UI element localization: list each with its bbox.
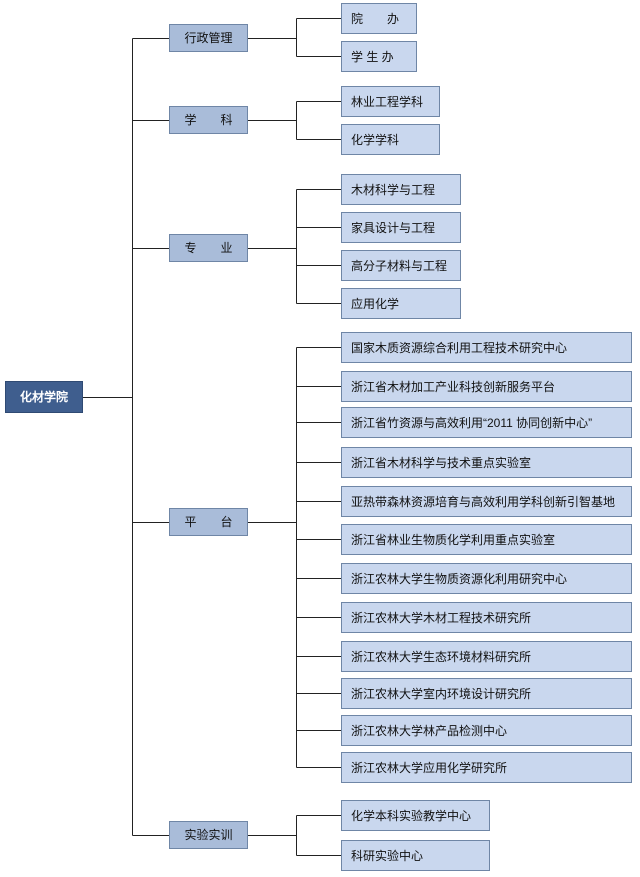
platform-item: 浙江省木材加工产业科技创新服务平台 [341, 371, 632, 402]
platform-item: 浙江农林大学应用化学研究所 [341, 752, 632, 783]
platform-item: 浙江省木材科学与技术重点实验室 [341, 447, 632, 478]
root-node: 化材学院 [5, 381, 83, 413]
category-discipline: 学 科 [169, 106, 248, 134]
item-dean-office: 院 办 [341, 3, 417, 34]
item-applied-chemistry: 应用化学 [341, 288, 461, 319]
platform-item: 亚热带森林资源培育与高效利用学科创新引智基地 [341, 486, 632, 517]
item-wood-science: 木材科学与工程 [341, 174, 461, 205]
platform-item: 浙江农林大学生物质资源化利用研究中心 [341, 563, 632, 594]
platform-item: 浙江省林业生物质化学利用重点实验室 [341, 524, 632, 555]
item-furniture-design: 家具设计与工程 [341, 212, 461, 243]
item-forestry-engineering: 林业工程学科 [341, 86, 440, 117]
item-chemistry: 化学学科 [341, 124, 440, 155]
item-research-lab: 科研实验中心 [341, 840, 490, 871]
category-admin: 行政管理 [169, 24, 248, 52]
platform-item: 浙江农林大学生态环境材料研究所 [341, 641, 632, 672]
category-platform: 平 台 [169, 508, 248, 536]
platform-item: 浙江农林大学室内环境设计研究所 [341, 678, 632, 709]
item-student-office: 学 生 办 [341, 41, 417, 72]
platform-item: 浙江省竹资源与高效利用“2011 协同创新中心” [341, 407, 632, 438]
platform-item: 浙江农林大学林产品检测中心 [341, 715, 632, 746]
item-undergrad-chem-lab: 化学本科实验教学中心 [341, 800, 490, 831]
platform-item: 国家木质资源综合利用工程技术研究中心 [341, 332, 632, 363]
platform-item: 浙江农林大学木材工程技术研究所 [341, 602, 632, 633]
category-major: 专 业 [169, 234, 248, 262]
item-polymer: 高分子材料与工程 [341, 250, 461, 281]
category-lab-training: 实验实训 [169, 821, 248, 849]
